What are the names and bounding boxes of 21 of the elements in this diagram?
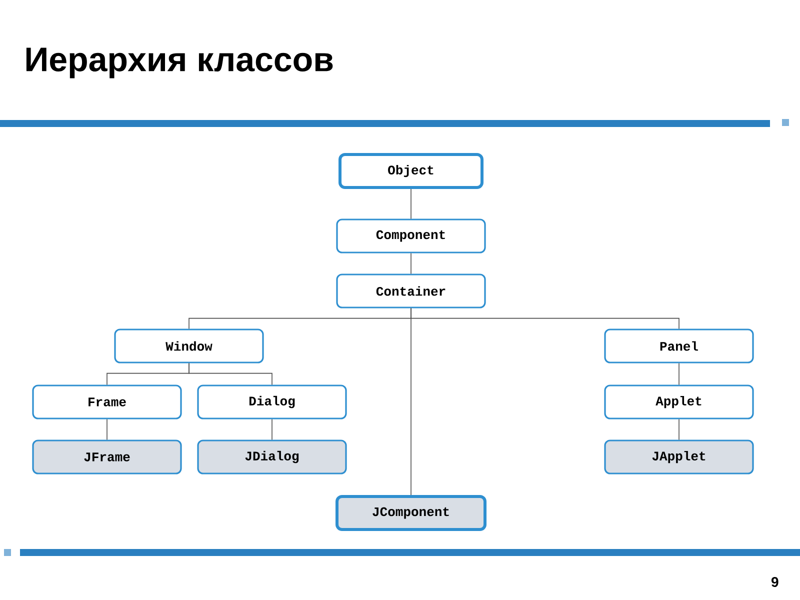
connector-line (410, 252, 412, 274)
class-box: JDialog (197, 440, 347, 474)
connector-line (410, 188, 412, 220)
class-box: Object (338, 153, 484, 189)
class-box: Frame (32, 384, 182, 420)
connector-line (678, 418, 680, 440)
class-box: Component (336, 218, 486, 254)
class-box: Panel (604, 328, 754, 364)
class-box: Container (336, 274, 486, 308)
class-box: Applet (604, 384, 754, 420)
page-number: 9 (772, 577, 778, 587)
connector-line (188, 362, 272, 386)
connector-line (410, 308, 680, 330)
class-box: JApplet (604, 440, 754, 474)
connector-line (678, 362, 680, 386)
connector-line (106, 418, 108, 440)
class-box: Dialog (197, 384, 347, 420)
class-box: JFrame (32, 440, 182, 474)
class-box: Window (114, 328, 264, 364)
class-box: JComponent (336, 495, 486, 531)
title: Иерархия классов (26, 48, 333, 78)
